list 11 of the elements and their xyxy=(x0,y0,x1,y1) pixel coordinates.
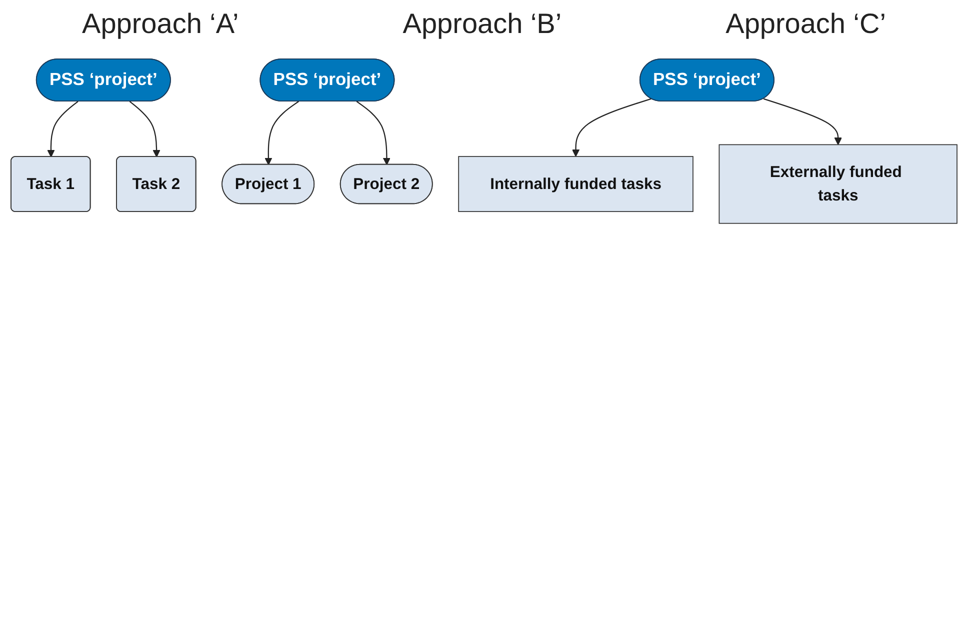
arrow xyxy=(47,100,78,158)
approach-heading: Approach ‘C’ xyxy=(726,8,886,41)
arrow xyxy=(572,98,652,157)
arrow xyxy=(264,100,299,166)
node-box: Internally funded tasks xyxy=(458,156,694,212)
approach-heading: Approach ‘A’ xyxy=(82,8,239,41)
node-box: Externally funded tasks xyxy=(718,144,958,224)
arrow xyxy=(356,100,391,166)
arrow xyxy=(763,98,842,146)
approach-heading: Approach ‘B’ xyxy=(402,8,562,41)
arrow xyxy=(129,100,160,158)
